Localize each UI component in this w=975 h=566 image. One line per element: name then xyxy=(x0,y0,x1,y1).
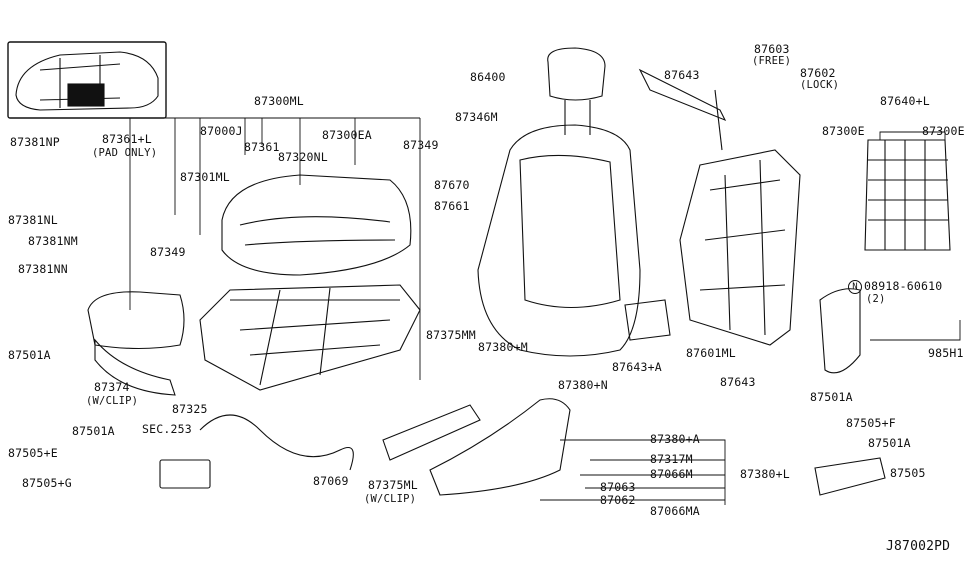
seat-back-cushion xyxy=(477,124,641,357)
label-87601ml: 87601ML xyxy=(686,346,736,360)
label-87346m: 87346M xyxy=(455,110,498,124)
label-87505g: 87505+G xyxy=(22,476,72,490)
label-w-clip-b: (W/CLIP) xyxy=(364,493,417,505)
label-87643b: 87643 xyxy=(720,375,756,389)
seat-side-cover xyxy=(429,398,571,496)
label-87670: 87670 xyxy=(434,178,470,192)
label-n-mark: N xyxy=(848,280,862,294)
label-w-clip-a: (W/CLIP) xyxy=(86,395,139,407)
label-87317m: 87317M xyxy=(650,452,693,466)
label-87661: 87661 xyxy=(434,199,470,213)
label-87361l: 87361+L xyxy=(102,132,152,146)
seatback-frame xyxy=(679,149,801,346)
label-87066m: 87066M xyxy=(650,467,693,481)
label-87325: 87325 xyxy=(172,402,208,416)
label-87505f: 87505+F xyxy=(846,416,896,430)
label-985h1: 985H1 xyxy=(928,346,964,360)
seat-cushion xyxy=(221,174,412,276)
label-87603: 87603 xyxy=(754,42,790,56)
label-87501a-c: 87501A xyxy=(810,390,853,404)
headrest xyxy=(547,47,606,135)
ecu-module xyxy=(159,459,211,489)
label-87381np: 87381NP xyxy=(10,135,60,149)
hinge-link xyxy=(714,89,723,151)
label-87380l: 87380+L xyxy=(740,467,790,481)
label-87375mm: 87375MM xyxy=(426,328,476,342)
recliner-bar xyxy=(638,68,727,122)
label-87381nm: 87381NM xyxy=(28,234,78,248)
side-trim xyxy=(94,338,176,396)
label-87640l: 87640+L xyxy=(880,94,930,108)
wire-harness xyxy=(199,414,354,471)
label-87374: 87374 xyxy=(94,380,130,394)
label-87300ea: 87300EA xyxy=(322,128,372,142)
vehicle-thumbnail xyxy=(7,41,167,119)
label-87062: 87062 xyxy=(600,493,636,507)
label-87381nn: 87381NN xyxy=(18,262,68,276)
label-bolt-code: 08918-60610 xyxy=(864,279,943,293)
label-free: (FREE) xyxy=(752,55,792,67)
label-87300e-a: 87300E xyxy=(822,124,865,138)
label-lock: (LOCK) xyxy=(800,79,840,91)
diagram-code: J87002PD xyxy=(886,539,951,554)
label-87380a: 87380+A xyxy=(650,432,700,446)
label-87380n: 87380+N xyxy=(558,378,608,392)
label-86400: 86400 xyxy=(470,70,506,84)
label-87361: 87361 xyxy=(244,140,280,154)
label-bolt-qty: (2) xyxy=(866,293,886,305)
label-87063: 87063 xyxy=(600,480,636,494)
label-87643-top: 87643 xyxy=(664,68,700,82)
label-87501a-d: 87501A xyxy=(868,436,911,450)
rear-trim xyxy=(382,404,481,461)
label-87069: 87069 xyxy=(313,474,349,488)
label-87000j: 87000J xyxy=(200,124,243,138)
label-pad-only: (PAD ONLY) xyxy=(92,147,158,159)
seat-frame xyxy=(199,284,421,391)
label-87380m: 87380+M xyxy=(478,340,528,354)
side-pad xyxy=(87,291,185,350)
label-87602: 87602 xyxy=(800,66,836,80)
label-87066ma: 87066MA xyxy=(650,504,700,518)
label-87505: 87505 xyxy=(890,466,926,480)
label-87381nl: 87381NL xyxy=(8,213,58,227)
label-87643a: 87643+A xyxy=(612,360,662,374)
label-87349a: 87349 xyxy=(403,138,439,152)
back-side-cover xyxy=(819,288,861,374)
label-87301ml: 87301ML xyxy=(180,170,230,184)
rail-cover xyxy=(814,457,886,496)
label-87300ml: 87300ML xyxy=(254,94,304,108)
leader-lines xyxy=(129,117,961,505)
back-board xyxy=(864,139,951,251)
label-87505e: 87505+E xyxy=(8,446,58,460)
label-87375ml: 87375ML xyxy=(368,478,418,492)
label-87501a-a: 87501A xyxy=(8,348,51,362)
label-87300e-b: 87300E xyxy=(922,124,965,138)
label-87349b: 87349 xyxy=(150,245,186,259)
label-sec253: SEC.253 xyxy=(142,422,192,436)
label-87501a-b: 87501A xyxy=(72,424,115,438)
lumbar-pad xyxy=(624,299,671,341)
label-87320nl: 87320NL xyxy=(278,150,328,164)
